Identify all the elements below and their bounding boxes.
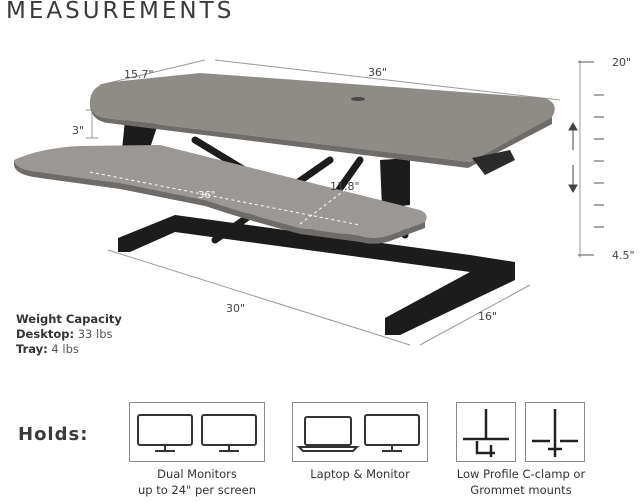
c-clamp-box: [456, 402, 516, 462]
desktop-value: 33 lbs: [77, 327, 113, 341]
page-title: MEASUREMENTS: [6, 0, 235, 24]
dual-monitors-label: Dual Monitors up to 24" per screen: [137, 467, 256, 497]
holds-label: Holds:: [18, 424, 89, 445]
laptop-monitor-label: Laptop & Monitor: [310, 467, 410, 481]
grommet-mount-box: [525, 402, 585, 462]
tray-value: 4 lbs: [51, 342, 79, 356]
dim-base-width: 30": [226, 302, 245, 315]
up-arrow-icon: [568, 121, 578, 150]
down-arrow-icon: [568, 165, 578, 194]
dim-depth-top: 15.7": [124, 68, 154, 81]
dim-tray-depth: 11.8": [330, 180, 360, 193]
dim-height-max: 20": [612, 56, 631, 69]
tray-label: Tray:: [16, 342, 48, 356]
monitor-icon: [201, 414, 257, 452]
weight-capacity-heading: Weight Capacity: [16, 312, 122, 326]
dim-base-depth: 16": [478, 310, 497, 323]
dim-width-top: 36": [368, 66, 387, 79]
c-clamp-icon: [463, 409, 509, 457]
monitor-icon: [137, 414, 193, 452]
grommet-mount-icon: [532, 409, 578, 457]
clamp-grommet-label: Low Profile C-clamp or Grommet mounts: [456, 467, 586, 497]
weight-capacity: Weight Capacity Desktop: 33 lbs Tray: 4 …: [16, 312, 122, 357]
dim-lift-height: 3": [72, 124, 84, 137]
laptop-monitor-box: [292, 402, 428, 462]
desktop-label: Desktop:: [16, 327, 75, 341]
monitor-icon: [364, 414, 420, 452]
desk-illustration: 15.7" 36" 3" 36" 11.8" 30" 16" 20" 4.5": [14, 56, 635, 346]
dim-height-min: 4.5": [612, 249, 635, 262]
dim-tray-width: 36": [198, 190, 215, 201]
dual-monitors-box: [129, 402, 265, 462]
laptop-icon: [296, 416, 360, 452]
